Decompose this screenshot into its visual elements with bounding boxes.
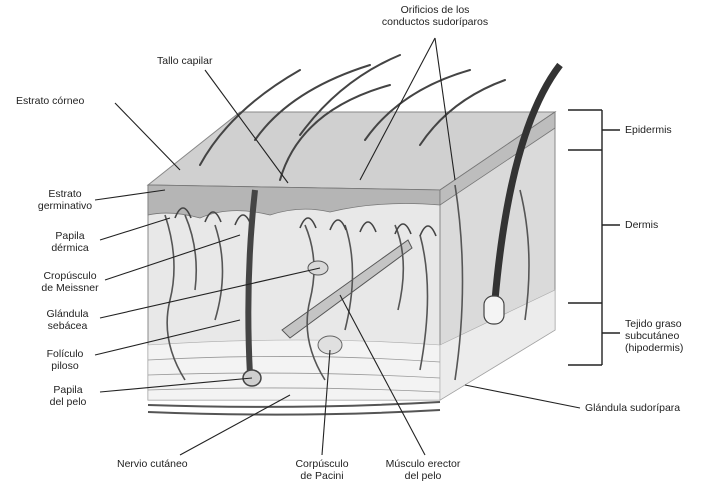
label-glandula-sudoripara: Glándula sudorípara [585, 402, 680, 414]
label-musculo: Músculo erector del pelo [373, 458, 473, 482]
label-tallo-capilar: Tallo capilar [157, 55, 212, 67]
cutaneous-nerve [148, 402, 440, 407]
label-hipodermis-line3: (hipodermis) [625, 342, 683, 354]
label-nervio-cutaneo: Nervio cutáneo [117, 458, 188, 470]
label-glandula-sebacea-line1: Glándula [35, 308, 100, 320]
label-glandula-sebacea: Glándula sebácea [35, 308, 100, 332]
label-pacini-line2: de Pacini [282, 470, 362, 482]
label-foliculo-line2: piloso [35, 360, 95, 372]
label-papila-pelo-line1: Papila [38, 384, 98, 396]
label-papila-pelo-line2: del pelo [38, 396, 98, 408]
label-hipodermis-line2: subcutáneo [625, 330, 683, 342]
label-pacini-line1: Corpúsculo [282, 458, 362, 470]
label-hipodermis: Tejido graso subcutáneo (hipodermis) [625, 318, 683, 354]
label-meissner-line1: Cropúsculo [30, 270, 110, 282]
hypodermis-layer [148, 340, 440, 400]
label-estrato-germinativo-line2: germinativo [30, 200, 100, 212]
label-orificios-line2: conductos sudoríparos [365, 16, 505, 28]
label-estrato-germinativo-line1: Estrato [30, 188, 100, 200]
label-epidermis: Epidermis [625, 124, 672, 136]
label-musculo-line2: del pelo [373, 470, 473, 482]
label-foliculo-line1: Folículo [35, 348, 95, 360]
label-orificios-line1: Orificios de los [365, 4, 505, 16]
label-papila-dermica-line2: dérmica [40, 242, 100, 254]
label-glandula-sebacea-line2: sebácea [35, 320, 100, 332]
label-papila-dermica-line1: Papila [40, 230, 100, 242]
label-meissner-line2: de Meissner [30, 282, 110, 294]
hair-bulb [484, 296, 504, 324]
cutaneous-nerve-2 [148, 410, 440, 415]
label-orificios: Orificios de los conductos sudoríparos [365, 4, 505, 28]
label-estrato-germinativo: Estrato germinativo [30, 188, 100, 212]
label-hipodermis-line1: Tejido graso [625, 318, 683, 330]
label-musculo-line1: Músculo erector [373, 458, 473, 470]
label-pacini: Corpúsculo de Pacini [282, 458, 362, 482]
layer-brackets [568, 110, 620, 365]
label-meissner: Cropúsculo de Meissner [30, 270, 110, 294]
label-papila-pelo: Papila del pelo [38, 384, 98, 408]
label-papila-dermica: Papila dérmica [40, 230, 100, 254]
label-estrato-corneo: Estrato córneo [16, 95, 84, 107]
label-foliculo: Folículo piloso [35, 348, 95, 372]
label-dermis: Dermis [625, 219, 658, 231]
